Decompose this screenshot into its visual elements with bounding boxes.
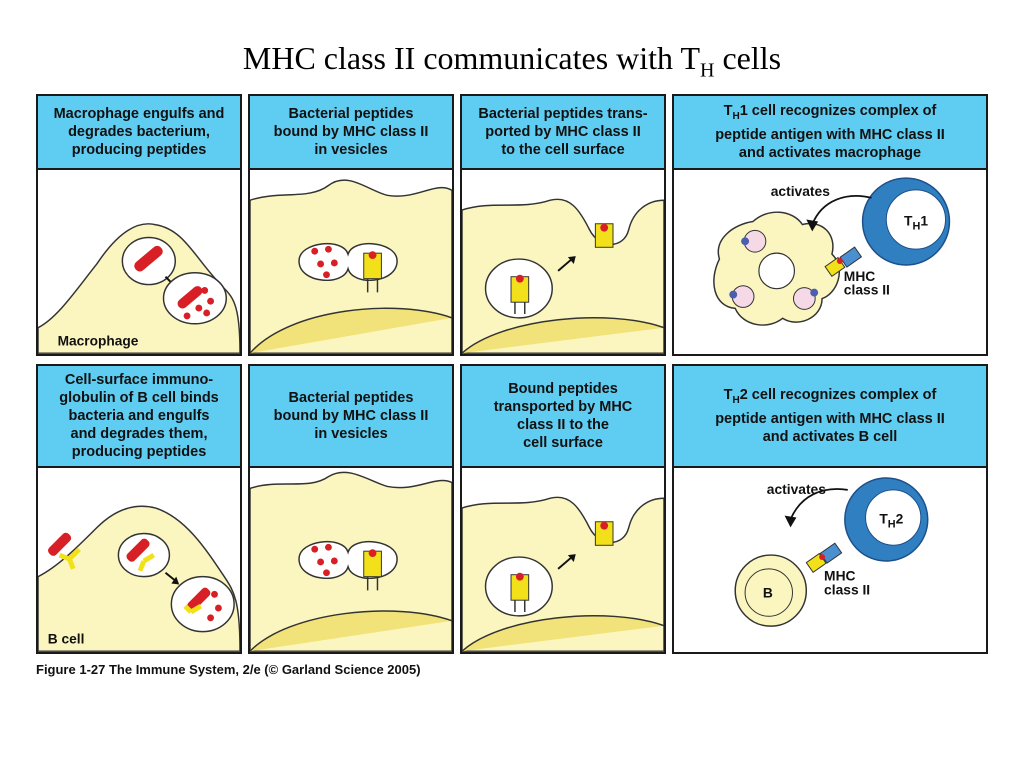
panel-header: Bacterial peptides trans-ported by MHC c… xyxy=(462,96,664,170)
b-cell-nucleus-label: B xyxy=(763,585,773,601)
class-ii-label: class II xyxy=(844,282,890,298)
activates-label-2: activates xyxy=(767,481,826,497)
th1-activation-illustration: TH1 activates MHC class II xyxy=(674,170,986,354)
activates-label: activates xyxy=(771,183,830,199)
panel-b-cell-engulfs: Cell-surface immuno-globulin of B cell b… xyxy=(36,364,242,654)
b-cell-label: B cell xyxy=(48,631,85,646)
class-ii-label-2: class II xyxy=(824,582,870,598)
vesicle-illustration xyxy=(250,170,452,354)
page-title: MHC class II communicates with TH cells xyxy=(242,40,782,82)
svg-text:TH1: TH1 xyxy=(904,212,928,232)
mhc-label-2: MHC xyxy=(824,568,855,584)
figure-caption: Figure 1-27 The Immune System, 2/e (© Ga… xyxy=(36,662,421,677)
b-cell-illustration: B cell xyxy=(38,468,240,652)
th2-activation-illustration: B TH2 activates MHC class II xyxy=(674,468,986,652)
mhc-label: MHC xyxy=(844,268,875,284)
th1-cell-label: T xyxy=(904,212,913,228)
th2-cell-label: T xyxy=(879,510,888,526)
vesicle-illustration-2 xyxy=(250,468,452,652)
svg-text:TH2: TH2 xyxy=(879,510,903,530)
macrophage-illustration: Macrophage xyxy=(38,170,240,354)
transport-illustration xyxy=(462,170,664,354)
macrophage-label: Macrophage xyxy=(58,333,139,348)
transport-illustration-2 xyxy=(462,468,664,652)
panel-header: Cell-surface immuno-globulin of B cell b… xyxy=(38,366,240,468)
panel-peptides-transported-1: Bacterial peptides trans-ported by MHC c… xyxy=(460,94,666,356)
